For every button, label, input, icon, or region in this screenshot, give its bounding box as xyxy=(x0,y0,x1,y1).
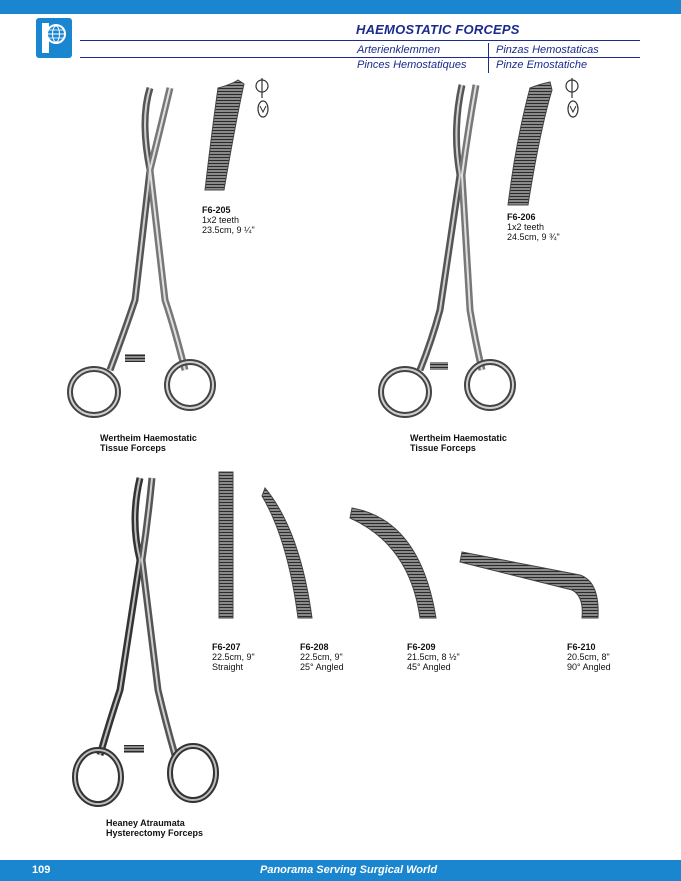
caption-wertheim-1: Wertheim Haemostatic Tissue Forceps xyxy=(100,433,197,453)
name-italian: Pinze Emostatiche xyxy=(496,59,588,71)
tip-detail-f6-205 xyxy=(204,79,245,191)
product-f6-210: F6-210 20.5cm, 8" 90° Angled xyxy=(567,642,611,672)
product-angle: 90° Angled xyxy=(567,662,611,672)
product-code: F6-208 xyxy=(300,642,329,652)
product-size: 23.5cm, 9 ¼" xyxy=(202,225,255,235)
tip-f6-210 xyxy=(459,551,599,619)
caption-line: Tissue Forceps xyxy=(100,443,166,453)
product-size: 21.5cm, 8 ½" xyxy=(407,652,460,662)
caption-line: Heaney Atraumata xyxy=(106,818,185,828)
caption-wertheim-2: Wertheim Haemostatic Tissue Forceps xyxy=(410,433,507,453)
product-size: 22.5cm, 9" xyxy=(300,652,343,662)
title-rule xyxy=(80,40,640,41)
name-french: Pinces Hemostatiques xyxy=(357,59,467,71)
caption-line: Hysterectomy Forceps xyxy=(106,828,204,838)
name-spanish: Pinzas Hemostaticas xyxy=(496,44,599,56)
names-divider xyxy=(488,43,489,73)
footer-band xyxy=(0,860,681,881)
product-code: F6-206 xyxy=(507,212,536,222)
tip-detail-f6-206 xyxy=(507,81,553,206)
tip-f6-208 xyxy=(261,487,313,619)
footer-slogan: Panorama Serving Surgical World xyxy=(260,864,438,876)
company-logo xyxy=(36,18,72,58)
caption-line: Tissue Forceps xyxy=(410,443,476,453)
heaney-forceps xyxy=(72,477,219,807)
product-spec: 1x2 teeth xyxy=(202,215,240,225)
product-size: 20.5cm, 8" xyxy=(567,652,610,662)
page-title: HAEMOSTATIC FORCEPS xyxy=(356,22,520,37)
product-size: 22.5cm, 9" xyxy=(212,652,255,662)
product-angle: 45° Angled xyxy=(407,662,451,672)
product-f6-206: F6-206 1x2 teeth 24.5cm, 9 ¾" xyxy=(507,212,560,242)
product-angle: Straight xyxy=(212,662,244,672)
caption-line: Wertheim Haemostatic xyxy=(100,433,197,443)
tip-f6-207 xyxy=(218,471,234,619)
page-number: 109 xyxy=(32,864,51,876)
caption-heaney: Heaney Atraumata Hysterectomy Forceps xyxy=(106,818,203,838)
jaw-profile-icon-2 xyxy=(565,78,579,118)
product-f6-207: F6-207 22.5cm, 9" Straight xyxy=(212,642,255,672)
product-spec: 1x2 teeth xyxy=(507,222,545,232)
top-band xyxy=(0,0,681,14)
caption-line: Wertheim Haemostatic xyxy=(410,433,507,443)
product-f6-208: F6-208 22.5cm, 9" 25° Angled xyxy=(300,642,344,672)
product-code: F6-210 xyxy=(567,642,596,652)
product-f6-209: F6-209 21.5cm, 8 ½" 45° Angled xyxy=(407,642,460,672)
product-size: 24.5cm, 9 ¾" xyxy=(507,232,560,242)
name-german: Arterienklemmen xyxy=(357,44,441,56)
wertheim-forceps-2 xyxy=(378,84,516,418)
wertheim-forceps-1 xyxy=(67,86,216,418)
product-code: F6-205 xyxy=(202,205,231,215)
tip-f6-209 xyxy=(349,507,437,619)
product-f6-205: F6-205 1x2 teeth 23.5cm, 9 ¼" xyxy=(202,205,255,235)
product-angle: 25° Angled xyxy=(300,662,344,672)
product-code: F6-207 xyxy=(212,642,241,652)
globe-p-logo-icon xyxy=(42,23,66,53)
jaw-profile-icon-1 xyxy=(255,78,269,118)
product-code: F6-209 xyxy=(407,642,436,652)
names-rule xyxy=(80,57,640,58)
